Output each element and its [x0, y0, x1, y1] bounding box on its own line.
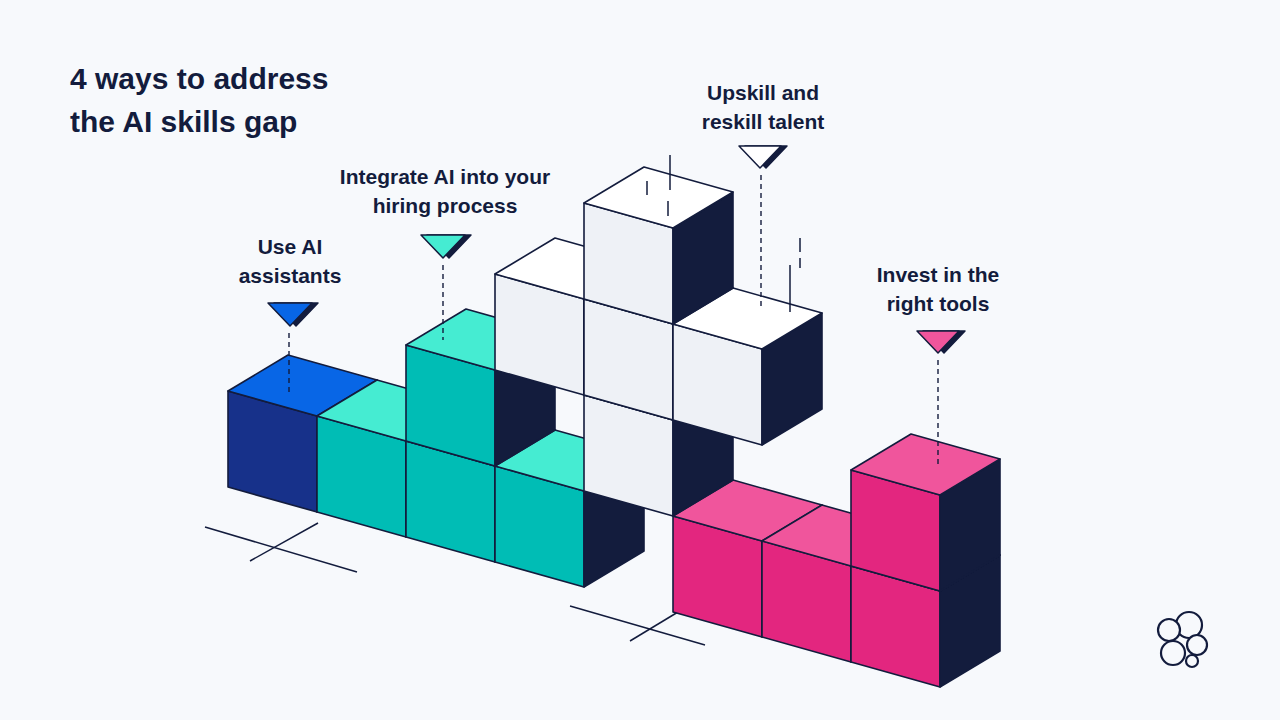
iso-block — [851, 434, 1000, 591]
callout-label: Upskill and reskill talent — [688, 78, 838, 136]
block-face — [584, 167, 733, 228]
leader-line — [288, 333, 289, 395]
leader-line — [760, 175, 761, 310]
iso-block — [584, 167, 733, 324]
callout-label: Use AI assistants — [220, 232, 360, 290]
ground-line — [630, 612, 678, 641]
logo-circle — [1187, 635, 1207, 655]
logo-circle — [1161, 641, 1185, 665]
diagram-title: 4 ways to address the AI skills gap — [70, 57, 360, 143]
logo-circle — [1186, 655, 1198, 667]
accent-line — [799, 238, 801, 268]
logo-circle — [1158, 619, 1180, 641]
ground-line — [205, 527, 357, 572]
accent-line — [669, 155, 671, 190]
leader-line — [442, 265, 443, 340]
leader-line — [937, 360, 938, 468]
iso-block — [673, 288, 822, 445]
accent-line — [789, 265, 791, 312]
block-face — [851, 434, 1000, 495]
accent-line — [646, 181, 648, 195]
ground-line — [250, 523, 318, 561]
accent-line — [667, 201, 669, 216]
marker-triangle — [421, 235, 465, 258]
marker-triangle — [268, 303, 312, 326]
callout-label: Invest in the right tools — [858, 260, 1018, 318]
marker-triangle — [917, 331, 959, 353]
marker-triangle — [739, 146, 781, 168]
callout-label: Integrate AI into your hiring process — [320, 162, 570, 220]
